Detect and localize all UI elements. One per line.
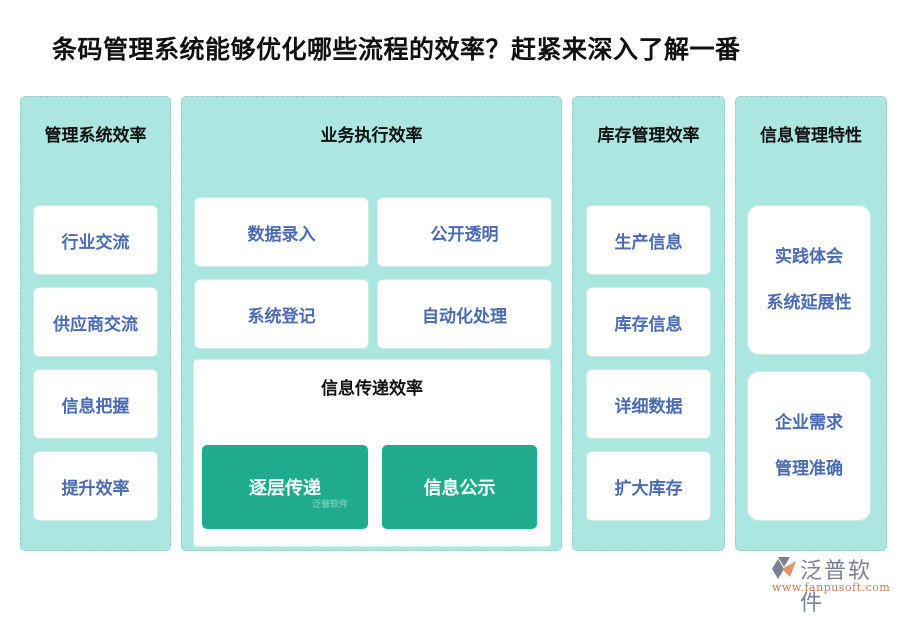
card-group-line: 管理准确 xyxy=(775,459,843,479)
column-title: 信息管理特性 xyxy=(760,126,862,146)
logo-mark-icon xyxy=(772,557,796,579)
column-title: 业务执行效率 xyxy=(320,126,423,146)
card-group: 企业需求 管理准确 xyxy=(747,371,871,521)
green-card-item: 信息公示 xyxy=(382,445,537,529)
card-item: 扩大库存 xyxy=(586,451,711,521)
card-item: 自动化处理 xyxy=(377,279,552,349)
card-group: 实践体会 系统延展性 xyxy=(747,205,871,355)
panel-title: 信息传递效率 xyxy=(321,379,423,399)
green-card-item: 逐层传递 泛普软件 xyxy=(202,445,368,529)
column-title: 库存管理效率 xyxy=(597,126,700,146)
info-transfer-panel: 信息传递效率 逐层传递 泛普软件 信息公示 xyxy=(193,359,551,547)
card-item: 库存信息 xyxy=(586,287,711,357)
card-group-line: 系统延展性 xyxy=(766,293,852,313)
card-item: 详细数据 xyxy=(586,369,711,439)
brand-logo: 泛普软件 www.fanpusoft.com xyxy=(770,553,895,616)
column-info-management: 信息管理特性 实践体会 系统延展性 企业需求 管理准确 xyxy=(735,96,887,551)
card-item: 系统登记 xyxy=(194,279,369,349)
card-item: 提升效率 xyxy=(33,451,158,521)
card-item: 行业交流 xyxy=(33,205,158,275)
page-title: 条码管理系统能够优化哪些流程的效率？赶紧来深入了解一番 xyxy=(52,35,741,64)
card-item: 供应商交流 xyxy=(33,287,158,357)
column-title: 管理系统效率 xyxy=(44,126,147,146)
logo-url: www.fanpusoft.com xyxy=(772,581,891,594)
column-management-system: 管理系统效率 行业交流 供应商交流 信息把握 提升效率 xyxy=(20,96,171,551)
card-item: 信息把握 xyxy=(33,369,158,439)
card-item: 公开透明 xyxy=(377,197,552,267)
card-group-line: 实践体会 xyxy=(775,247,843,267)
card-item: 生产信息 xyxy=(586,205,711,275)
card-item: 数据录入 xyxy=(194,197,369,267)
green-card-label: 逐层传递 xyxy=(249,478,321,499)
column-business-execution: 业务执行效率 数据录入 公开透明 系统登记 自动化处理 信息传递效率 逐层传递 … xyxy=(181,96,562,551)
column-inventory-management: 库存管理效率 生产信息 库存信息 详细数据 扩大库存 xyxy=(572,96,725,551)
card-group-line: 企业需求 xyxy=(775,413,843,433)
